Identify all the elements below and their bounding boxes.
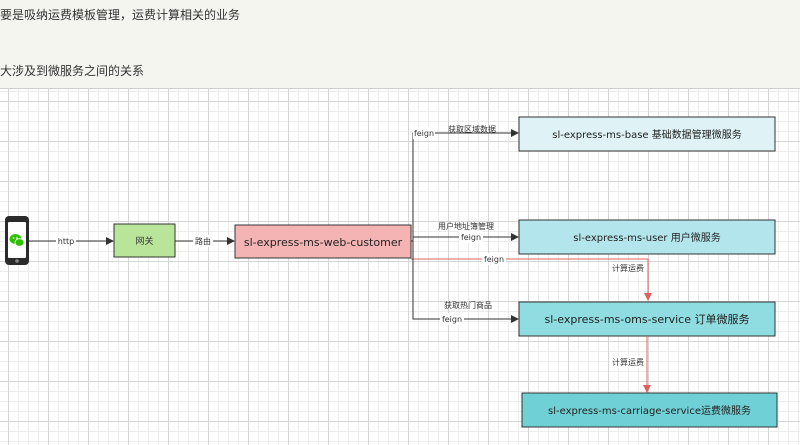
oms-service-label: sl-express-ms-oms-service 订单微服务 <box>545 312 750 326</box>
edge-label-address-mgmt: 用户地址簿管理 <box>438 221 494 231</box>
carriage-service-label: sl-express-ms-carriage-service运费微服务 <box>548 404 751 417</box>
web-customer-label: sl-express-ms-web-customer <box>244 236 403 249</box>
edge-label-http: http <box>58 237 74 246</box>
diagram-svg: http 网关 路由 sl-express-ms-web-customer fe… <box>5 116 778 428</box>
edge-to-base <box>411 129 519 242</box>
user-service-label: sl-express-ms-user 用户微服务 <box>573 231 720 244</box>
edge-label-feign-red: feign <box>484 255 504 264</box>
wechat-icon <box>9 234 25 247</box>
edge-label-region-data: 获取区域数据 <box>448 124 496 134</box>
edge-label-feign-oms: feign <box>442 315 462 324</box>
edge-label-feign-base: feign <box>414 129 434 138</box>
gateway-label: 网关 <box>135 235 153 247</box>
base-service-node <box>518 116 776 152</box>
edge-label-calc-freight-2: 计算运费 <box>612 357 644 367</box>
edge-label-calc-freight-1: 计算运费 <box>612 263 644 273</box>
doc-line-1: 要是吸纳运费模板管理，运费计算相关的业务 <box>0 8 241 22</box>
edge-to-oms <box>412 237 519 323</box>
carriage-service-node <box>521 392 778 428</box>
edge-label-route: 路由 <box>195 236 211 246</box>
base-service-label: sl-express-ms-base 基础数据管理微服务 <box>552 128 742 141</box>
edge-label-feign-user: feign <box>461 233 481 242</box>
user-service-node <box>518 219 776 255</box>
edge-label-hot-goods: 获取热门商品 <box>444 300 492 310</box>
phone-icon <box>5 216 29 265</box>
diagram-canvas: http 网关 路由 sl-express-ms-web-customer fe… <box>0 88 800 445</box>
doc-line-2: 大涉及到微服务之间的关系 <box>0 64 145 78</box>
